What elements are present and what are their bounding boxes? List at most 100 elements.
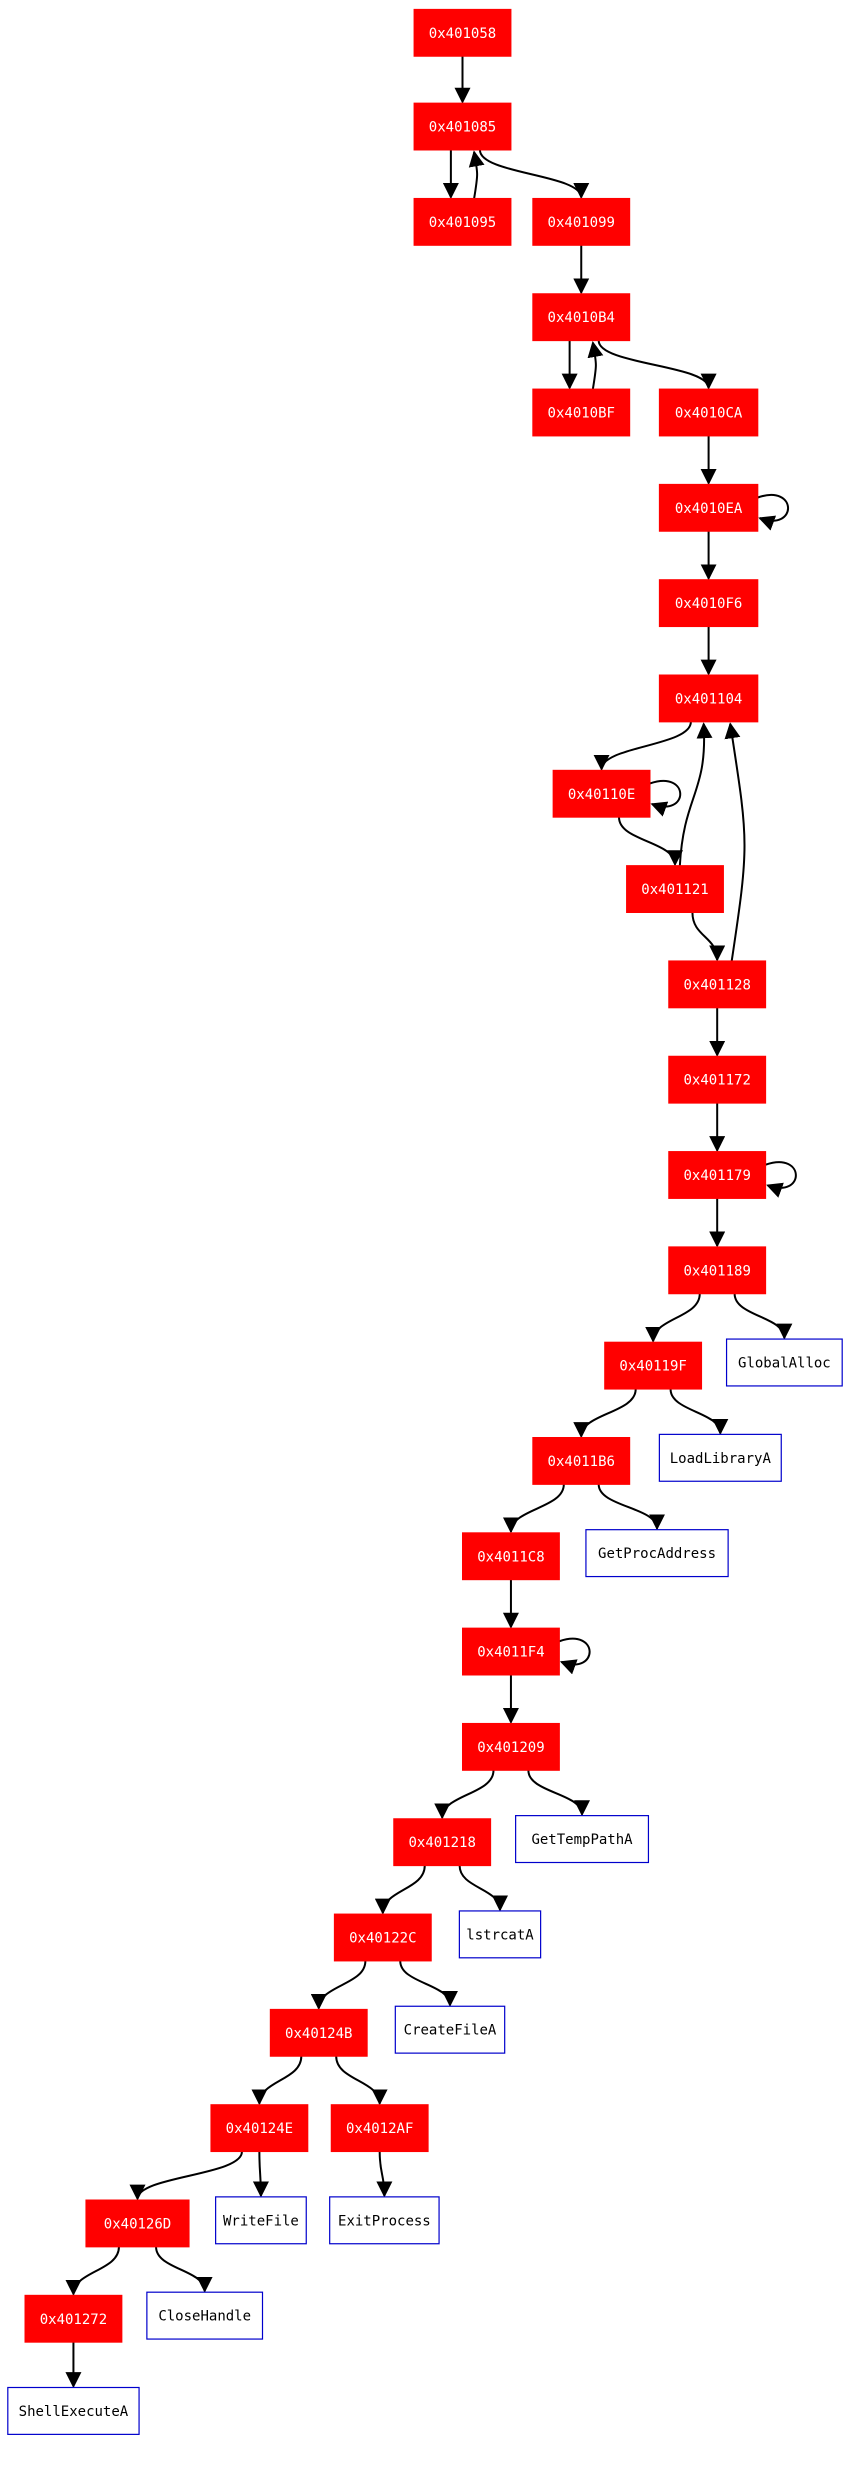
block-node-n4011c8[interactable]: 0x4011C8: [462, 1532, 560, 1581]
node-label: 0x401209: [477, 1740, 544, 1756]
block-node-n401095[interactable]: 0x401095: [413, 197, 512, 246]
block-node-n4010bf[interactable]: 0x4010BF: [532, 388, 631, 437]
node-box: [24, 2294, 123, 2343]
block-node-n401179[interactable]: 0x401179: [668, 1151, 767, 1199]
node-box: [626, 865, 724, 913]
node-label: 0x401099: [548, 215, 615, 231]
block-node-n401172[interactable]: 0x401172: [668, 1055, 767, 1104]
api-node-getprocaddress[interactable]: GetProcAddress: [585, 1529, 729, 1578]
node-label: 0x401179: [683, 1168, 750, 1184]
node-box: [658, 674, 759, 723]
block-node-n40119f[interactable]: 0x40119F: [604, 1341, 703, 1390]
edge-n40122c-to-createfilea: [399, 1960, 458, 2007]
node-box: [532, 1437, 631, 1485]
block-node-n401128[interactable]: 0x401128: [668, 960, 767, 1009]
node-box: [330, 2104, 429, 2153]
edge-n4010ea-to-n4010ea: [757, 494, 790, 531]
node-label: 0x401121: [641, 882, 708, 898]
node-box: [668, 1055, 767, 1104]
node-box: [658, 483, 759, 532]
block-node-n401218[interactable]: 0x401218: [393, 1818, 492, 1867]
edge-n401209-to-gettemppatha: [527, 1770, 590, 1817]
block-node-n40124e[interactable]: 0x40124E: [210, 2104, 309, 2153]
block-node-n40110e[interactable]: 0x40110E: [552, 769, 651, 818]
node-label: 0x401172: [683, 1073, 750, 1089]
node-box: [532, 197, 631, 246]
node-box: [269, 2008, 368, 2057]
block-node-n4010f6[interactable]: 0x4010F6: [658, 579, 759, 628]
api-node-writefile[interactable]: WriteFile: [215, 2196, 307, 2245]
edge-n4010b4-to-n4010ca: [597, 340, 717, 390]
node-label: 0x4011F4: [477, 1645, 544, 1661]
edge-n40124e-to-writefile: [252, 2151, 269, 2198]
api-node-exitprocess[interactable]: ExitProcess: [329, 2196, 440, 2245]
block-node-n4010b4[interactable]: 0x4010B4: [532, 293, 631, 342]
block-node-n401272[interactable]: 0x401272: [24, 2294, 123, 2343]
block-node-n4011b6[interactable]: 0x4011B6: [532, 1437, 631, 1485]
block-node-n401058[interactable]: 0x401058: [413, 8, 512, 57]
edge-n401085-to-n401099: [478, 149, 590, 200]
node-label: 0x401272: [40, 2312, 107, 2328]
edge-n401128-to-n401104: [724, 722, 746, 962]
block-node-n4010ea[interactable]: 0x4010EA: [658, 483, 759, 532]
api-node-gettemppatha[interactable]: GetTempPathA: [515, 1815, 650, 1864]
node-box: [668, 1246, 767, 1295]
node-box: [413, 102, 512, 151]
edge-n401218-to-lstrcata: [458, 1865, 508, 1912]
api-node-globalalloc[interactable]: GlobalAlloc: [725, 1338, 843, 1387]
block-node-n401104[interactable]: 0x401104: [658, 674, 759, 723]
node-label: 0x40124E: [226, 2121, 293, 2137]
api-node-shellexecutea[interactable]: ShellExecuteA: [7, 2386, 140, 2435]
block-node-n40124b[interactable]: 0x40124B: [269, 2008, 368, 2057]
node-label: ShellExecuteA: [19, 2404, 129, 2420]
node-label: 0x4010EA: [675, 501, 743, 517]
node-label: 0x401104: [675, 691, 742, 707]
edge-n40126d-to-closehandle: [155, 2246, 213, 2293]
node-box: [515, 1815, 650, 1864]
edge-n4011f4-to-n4011f4: [559, 1637, 591, 1675]
edge-n40110e-to-n401121: [618, 817, 683, 867]
node-box: [658, 388, 759, 437]
node-box: [393, 1818, 492, 1867]
block-node-n401121[interactable]: 0x401121: [626, 865, 724, 913]
api-node-lstrcata[interactable]: lstrcatA: [458, 1910, 542, 1959]
edges-layer: [65, 56, 797, 2389]
node-box: [725, 1338, 843, 1387]
block-node-n4010ca[interactable]: 0x4010CA: [658, 388, 759, 437]
node-label: ExitProcess: [338, 2213, 431, 2229]
node-label: 0x401095: [429, 215, 496, 231]
node-label: GlobalAlloc: [738, 1356, 831, 1372]
edge-n40119f-to-n4011b6: [573, 1388, 637, 1439]
api-node-createfilea[interactable]: CreateFileA: [394, 2005, 506, 2054]
node-label: 0x40124B: [285, 2026, 352, 2042]
edge-n401095-to-n401085: [468, 150, 485, 199]
edge-n401189-to-n40119f: [645, 1293, 701, 1343]
api-node-loadlibrarya[interactable]: LoadLibraryA: [658, 1433, 782, 1482]
nodes-layer: 0x401058 0x401085 0x401095 0x401099 0x4010B4…: [7, 8, 843, 2435]
node-box: [462, 1722, 560, 1771]
node-box: [215, 2196, 307, 2245]
block-node-n401209[interactable]: 0x401209: [462, 1722, 560, 1771]
node-box: [7, 2386, 140, 2435]
edge-n4010bf-to-n4010b4: [587, 341, 604, 390]
block-node-n40126d[interactable]: 0x40126D: [85, 2199, 190, 2248]
node-box: [532, 293, 631, 342]
node-label: 0x401058: [429, 26, 496, 42]
node-label: 0x40122C: [349, 1931, 416, 1947]
block-node-n40122c[interactable]: 0x40122C: [333, 1913, 432, 1962]
node-label: 0x4012AF: [346, 2121, 413, 2137]
node-box: [668, 960, 767, 1009]
node-box: [532, 388, 631, 437]
node-label: 0x4010B4: [548, 310, 615, 326]
block-node-n401085[interactable]: 0x401085: [413, 102, 512, 151]
block-node-n4012af[interactable]: 0x4012AF: [330, 2104, 429, 2153]
block-node-n401189[interactable]: 0x401189: [668, 1246, 767, 1295]
edge-n401209-to-n401218: [434, 1770, 495, 1820]
block-node-n4011f4[interactable]: 0x4011F4: [462, 1627, 560, 1676]
edge-n40126d-to-n401272: [65, 2246, 120, 2296]
block-node-n401099[interactable]: 0x401099: [532, 197, 631, 246]
node-label: 0x40119F: [619, 1359, 686, 1375]
node-label: 0x4010CA: [675, 406, 743, 422]
api-node-closehandle[interactable]: CloseHandle: [146, 2291, 264, 2340]
edge-n4011b6-to-getprocaddress: [597, 1484, 665, 1531]
